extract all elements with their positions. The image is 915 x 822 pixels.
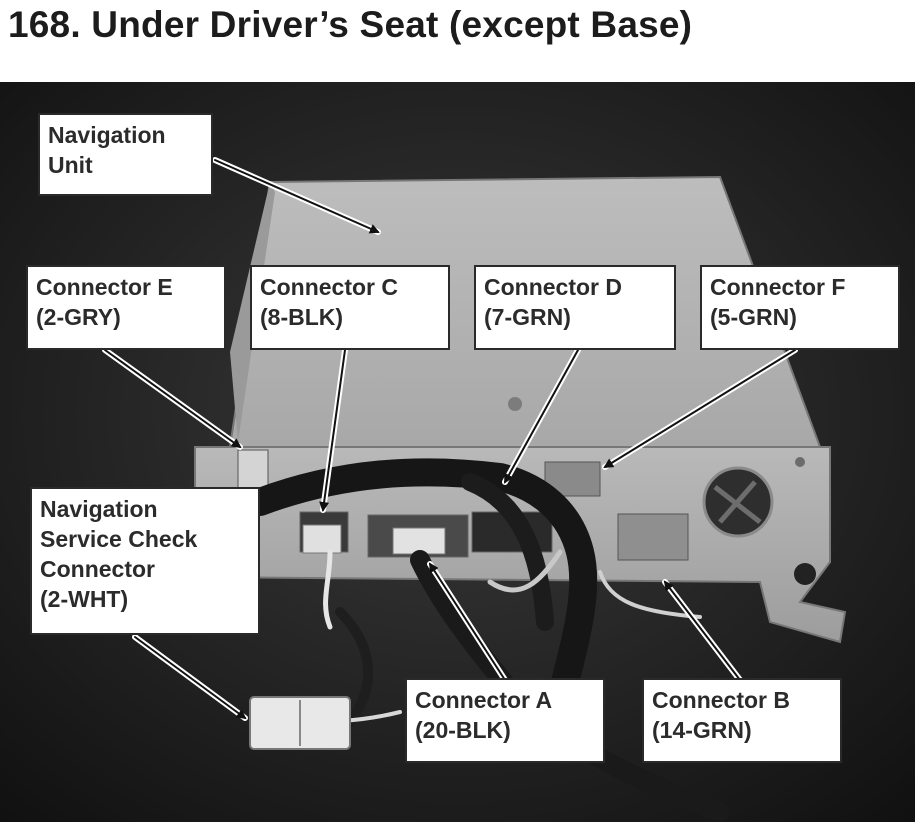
label-connector-b: Connector B (14-GRN): [642, 678, 842, 763]
label-connector-a: Connector A (20-BLK): [405, 678, 605, 763]
label-navigation-unit: Navigation Unit: [38, 113, 213, 196]
label-connector-e: Connector E (2-GRY): [26, 265, 226, 350]
callout-arrows: [102, 157, 798, 721]
arrow-connector-f: [602, 347, 798, 470]
arrow-service-check: [132, 634, 248, 721]
arrow-connector-a: [427, 561, 508, 683]
arrow-connector-b: [662, 579, 743, 683]
arrow-connector-e: [102, 347, 243, 450]
page-title: 168. Under Driver’s Seat (except Base): [8, 4, 693, 45]
arrow-connector-c: [319, 347, 348, 513]
service-check-plug: [249, 696, 351, 750]
label-service-check-connector: Navigation Service Check Connector (2-WH…: [30, 487, 260, 635]
label-connector-c: Connector C (8-BLK): [250, 265, 450, 350]
label-connector-d: Connector D (7-GRN): [474, 265, 676, 350]
arrow-navigation-unit: [212, 157, 381, 235]
arrow-connector-d: [502, 347, 581, 485]
label-connector-f: Connector F (5-GRN): [700, 265, 900, 350]
